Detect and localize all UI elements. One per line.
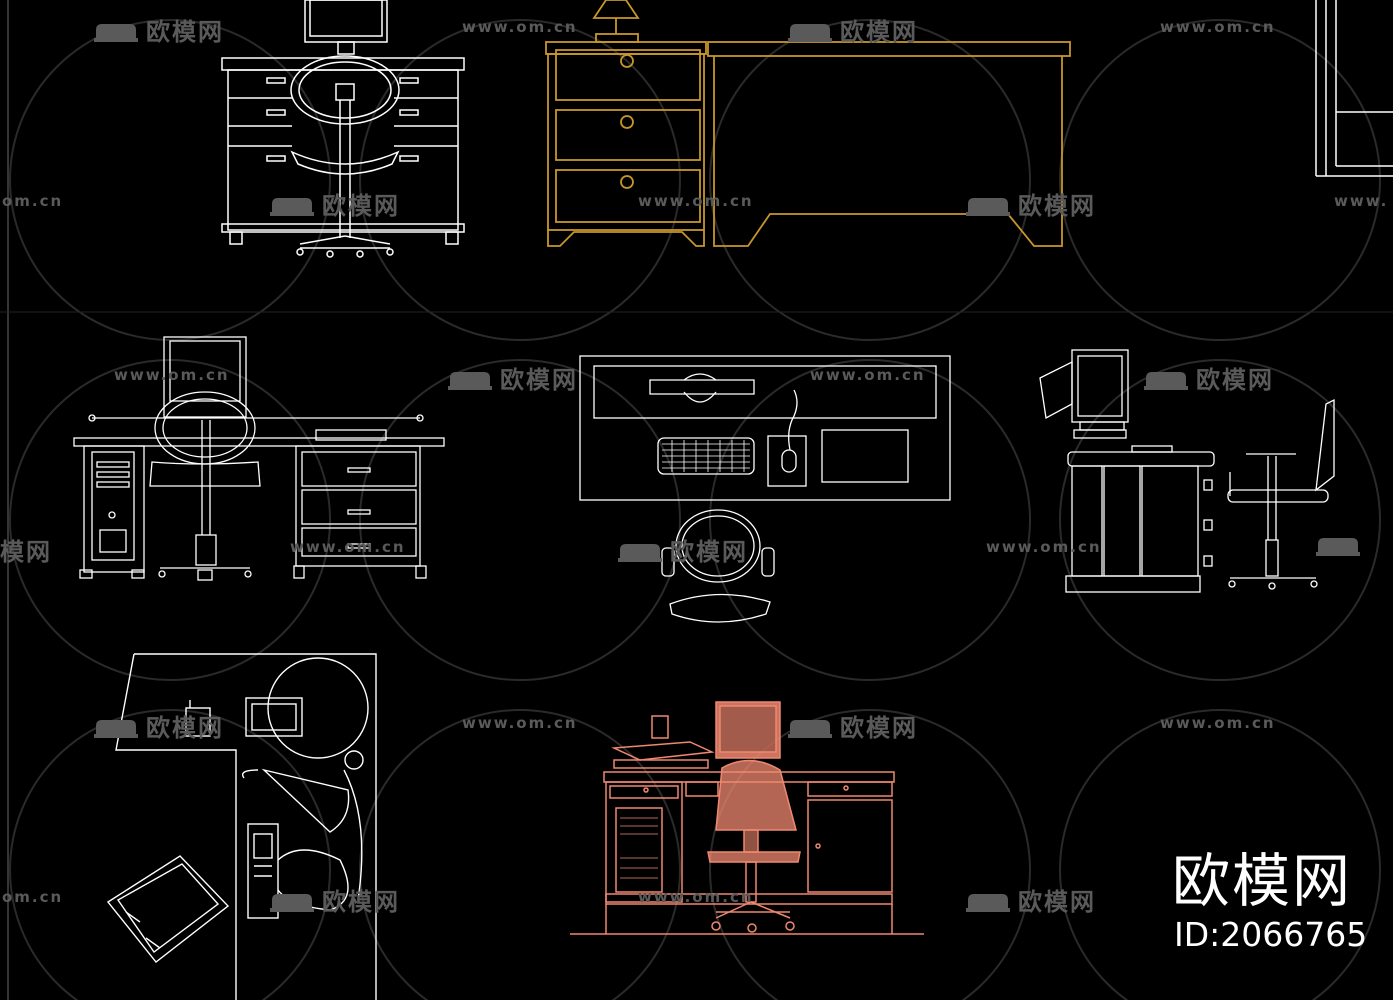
gold-desk-with-lamp (545, 0, 1071, 247)
computer-desk-front-view (73, 336, 445, 581)
partial-cabinet-top-right (1315, 0, 1393, 177)
l-shaped-desk-top-view (106, 653, 377, 1000)
computer-desk-side-view (1039, 349, 1335, 593)
desk-with-drawers-and-chair (221, 0, 465, 258)
watermark-circles (9, 19, 1381, 1000)
brand-id-label: ID:2066765 (1174, 915, 1368, 954)
brand-name: 欧模网 (1172, 847, 1353, 915)
workstation-top-view (579, 355, 951, 623)
salmon-computer-desk (570, 701, 924, 935)
